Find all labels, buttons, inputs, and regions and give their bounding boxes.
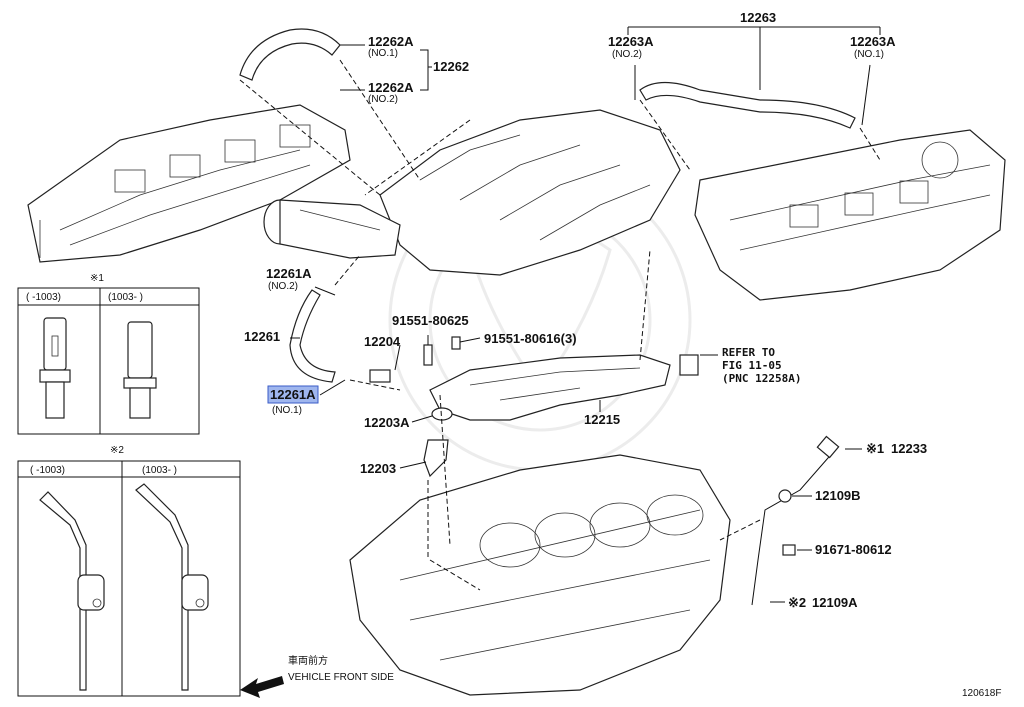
label-12262: 12262 <box>433 59 469 74</box>
front-label-en: VEHICLE FRONT SIDE <box>288 672 394 683</box>
front-arrow-icon <box>240 676 284 698</box>
label-12263: 12263 <box>740 10 776 25</box>
label-12263A-no2: 12263A <box>608 34 654 49</box>
inset-2: ※2 ( -1003) (1003- ) <box>17 445 241 697</box>
label-12263A-no1-note: (NO.1) <box>854 49 884 60</box>
inset-1-title: ※1 <box>90 273 104 284</box>
label-12263A-no1: 12263A <box>850 34 896 49</box>
leader-lines <box>239 26 881 603</box>
label-12261: 12261 <box>244 329 280 344</box>
label-12203: 12203 <box>360 461 396 476</box>
inset-2-col-right: (1003- ) <box>142 465 177 476</box>
cylinder-block-illustration <box>349 454 731 696</box>
label-12109A: 12109A <box>812 595 858 610</box>
label-12262A-no2: 12262A <box>368 80 414 95</box>
label-12261A-no2: 12261A <box>266 266 312 281</box>
vehicle-front-indicator: 車両前方 VEHICLE FRONT SIDE <box>240 654 394 698</box>
inset-1-col-left: ( -1003) <box>26 292 61 303</box>
label-91551-80625: 91551-80625 <box>392 313 469 328</box>
inset-2-title: ※2 <box>110 445 124 456</box>
figure-code: 120618F <box>962 688 1001 699</box>
label-12262A-no1: 12262A <box>368 34 414 49</box>
mark-12233: ※1 <box>866 441 884 456</box>
label-12261A-no1-note: (NO.1) <box>272 405 302 416</box>
refer-line-3: (PNC 12258A) <box>722 372 801 385</box>
inset-2-col-left: ( -1003) <box>30 465 65 476</box>
label-12261A-no1: 12261A <box>270 387 316 402</box>
right-head-cover-illustration <box>694 129 1006 301</box>
intake-manifold-illustration <box>263 109 681 276</box>
left-head-cover-illustration <box>27 104 351 263</box>
part-labels: 12262A (NO.1) 12262A (NO.2) 12262 12263 … <box>244 10 927 610</box>
label-91671-80612: 91671-80612 <box>815 542 892 557</box>
label-12262A-no2-note: (NO.2) <box>368 94 398 105</box>
label-12233: 12233 <box>891 441 927 456</box>
cover-plate-12215-illustration <box>429 354 671 421</box>
highlight-12261A-no1 <box>267 385 319 404</box>
label-12109B: 12109B <box>815 488 861 503</box>
label-12263A-no2-note: (NO.2) <box>612 49 642 60</box>
inset-1-col-right: (1003- ) <box>108 292 143 303</box>
mark-12109A: ※2 <box>788 595 806 610</box>
refer-line-1: REFER TO <box>722 346 775 359</box>
label-12261A-no2-note: (NO.2) <box>268 281 298 292</box>
label-12204: 12204 <box>364 334 401 349</box>
label-12262A-no1-note: (NO.1) <box>368 48 398 59</box>
label-12203A: 12203A <box>364 415 410 430</box>
refer-line-2: FIG 11-05 <box>722 359 782 372</box>
front-label-jp: 車両前方 <box>288 654 328 667</box>
small-parts-illustration <box>239 28 856 606</box>
label-12215: 12215 <box>584 412 620 427</box>
inset-1: ※1 ( -1003) (1003- ) <box>17 273 200 435</box>
label-91551-80616: 91551-80616(3) <box>484 331 577 346</box>
